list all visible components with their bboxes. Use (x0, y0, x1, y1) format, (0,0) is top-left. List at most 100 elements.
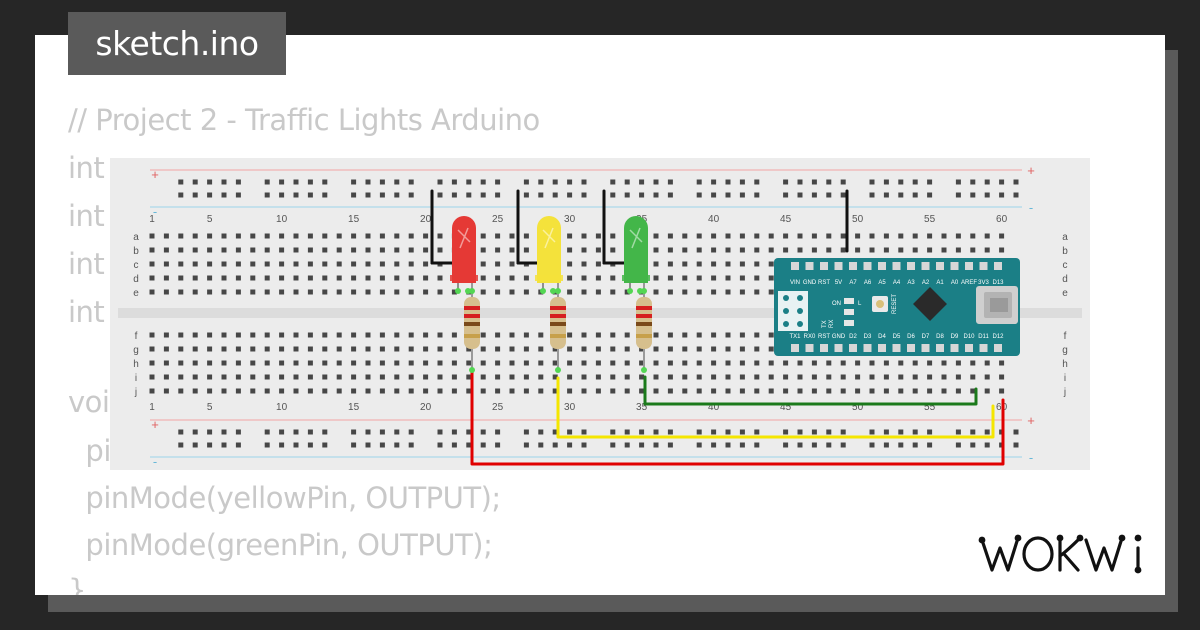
terminal-hole (538, 388, 544, 394)
column-number: 25 (492, 402, 504, 413)
column-number: 1 (149, 214, 155, 225)
rail-hole (754, 192, 760, 198)
terminal-hole (207, 374, 213, 380)
rail-hole (466, 179, 472, 185)
terminal-hole (927, 388, 933, 394)
terminal-hole (610, 247, 616, 253)
rail-hole (811, 179, 817, 185)
terminal-hole (408, 332, 414, 338)
terminal-hole (624, 346, 630, 352)
header-pin (820, 344, 828, 352)
rail-hole (207, 192, 213, 198)
terminal-hole (437, 289, 443, 295)
terminal-hole (999, 388, 1005, 394)
rail-hole (797, 179, 803, 185)
terminal-hole (264, 247, 270, 253)
on-label: ON (832, 301, 841, 307)
terminal-hole (293, 332, 299, 338)
terminal-hole (739, 374, 745, 380)
column-number: 10 (276, 214, 288, 225)
terminal-hole (739, 247, 745, 253)
terminal-hole (279, 388, 285, 394)
terminal-hole (711, 261, 717, 267)
terminal-hole (624, 388, 630, 394)
rail-hole (279, 179, 285, 185)
pin-label: A4 (893, 280, 901, 286)
terminal-hole (322, 233, 328, 239)
board-led (844, 309, 854, 315)
rail-hole (624, 442, 630, 448)
rail-hole (783, 442, 789, 448)
rail-hole (667, 442, 673, 448)
rail-hole (624, 192, 630, 198)
terminal-hole (250, 275, 256, 281)
terminal-hole (163, 261, 169, 267)
rail-hole (307, 192, 313, 198)
terminal-hole (235, 346, 241, 352)
terminal-hole (437, 233, 443, 239)
rail-hole (970, 429, 976, 435)
header-pin (878, 344, 886, 352)
header-pin (834, 344, 843, 352)
terminal-hole (955, 247, 961, 253)
header-pin (936, 262, 944, 270)
rail-hole (221, 192, 227, 198)
terminal-hole (840, 388, 846, 394)
header-pin (849, 344, 857, 352)
rail-hole (495, 429, 501, 435)
terminal-hole (696, 261, 702, 267)
terminal-hole (639, 346, 645, 352)
terminal-hole (495, 360, 501, 366)
terminal-hole (711, 346, 717, 352)
column-number: 55 (924, 402, 936, 413)
rail-hole (624, 179, 630, 185)
terminal-hole (307, 247, 313, 253)
terminal-hole (912, 233, 918, 239)
terminal-hole (610, 233, 616, 239)
terminal-hole (610, 346, 616, 352)
terminal-hole (624, 374, 630, 380)
terminal-hole (207, 275, 213, 281)
terminal-hole (293, 346, 299, 352)
rail-hole (495, 442, 501, 448)
terminal-hole (293, 233, 299, 239)
terminal-hole (394, 289, 400, 295)
terminal-hole (768, 261, 774, 267)
terminal-hole (855, 374, 861, 380)
terminal-hole (869, 233, 875, 239)
pin-label: RST (818, 334, 830, 340)
rail-hole (984, 442, 990, 448)
rail-hole (538, 429, 544, 435)
terminal-hole (264, 346, 270, 352)
terminal-hole (351, 332, 357, 338)
rail-hole (696, 442, 702, 448)
rail-hole (293, 442, 299, 448)
terminal-hole (394, 374, 400, 380)
pin-label: A1 (936, 280, 944, 286)
terminal-hole (941, 388, 947, 394)
terminal-hole (480, 233, 486, 239)
terminal-hole (696, 332, 702, 338)
rail-hole (898, 442, 904, 448)
terminal-hole (711, 247, 717, 253)
terminal-hole (725, 233, 731, 239)
terminal-hole (221, 388, 227, 394)
terminal-hole (696, 346, 702, 352)
rail-sign: - (153, 204, 157, 219)
rail-hole (696, 179, 702, 185)
rail-hole (840, 179, 846, 185)
terminal-hole (768, 388, 774, 394)
terminal-hole (293, 275, 299, 281)
column-number: 30 (564, 402, 576, 413)
pin-label: D13 (992, 280, 1004, 286)
terminal-hole (682, 360, 688, 366)
terminal-hole (279, 233, 285, 239)
terminal-hole (207, 332, 213, 338)
terminal-hole (192, 360, 198, 366)
terminal-hole (293, 360, 299, 366)
rail-hole (365, 429, 371, 435)
row-letter: d (133, 274, 139, 285)
terminal-hole (163, 346, 169, 352)
terminal-hole (595, 275, 601, 281)
terminal-hole (307, 332, 313, 338)
